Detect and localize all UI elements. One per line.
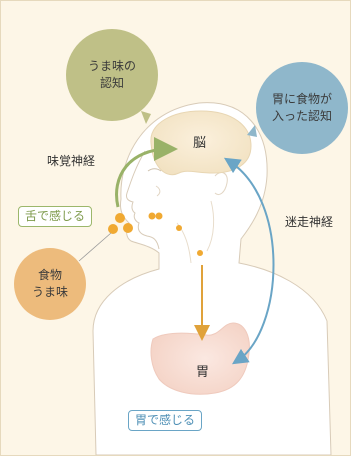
tongue-sensing-tag: 舌で感じる [18,206,93,227]
stomach-sensing-tag: 胃で感じる [128,410,203,431]
face-profile [126,150,160,250]
body-silhouette [92,102,332,455]
food-umami-bubble [14,248,86,320]
food-particle [115,213,125,223]
vagus-nerve-label: 迷走神経 [285,215,334,229]
food-umami-label: 食物 うま味 [31,268,68,299]
umami-recognition-label: うま味の 認知 [87,59,136,90]
nose-line [155,185,161,197]
food-particle [155,212,163,220]
stomach-bubble-pointer [247,125,257,137]
brain-label: 脳 [193,136,207,151]
neck-line [206,200,215,252]
food-particle [176,225,182,231]
food-particle [197,250,203,256]
umami-bubble-pointer [141,111,151,124]
vagus-nerve-arrow [223,157,275,365]
food-particle [123,223,133,233]
food-particle [148,212,156,220]
food-particle [108,224,118,234]
eye-line [147,168,162,172]
taste-nerve-arrow [115,137,178,208]
food-pointer-line [78,232,112,262]
stomach-label: 胃 [196,365,210,380]
umami-recognition-bubble [66,29,158,121]
stomach-recognition-bubble [256,62,348,154]
stomach-recognition-label: 胃に食物が 入った認知 [271,92,332,123]
taste-nerve-label: 味覚神経 [47,154,96,168]
